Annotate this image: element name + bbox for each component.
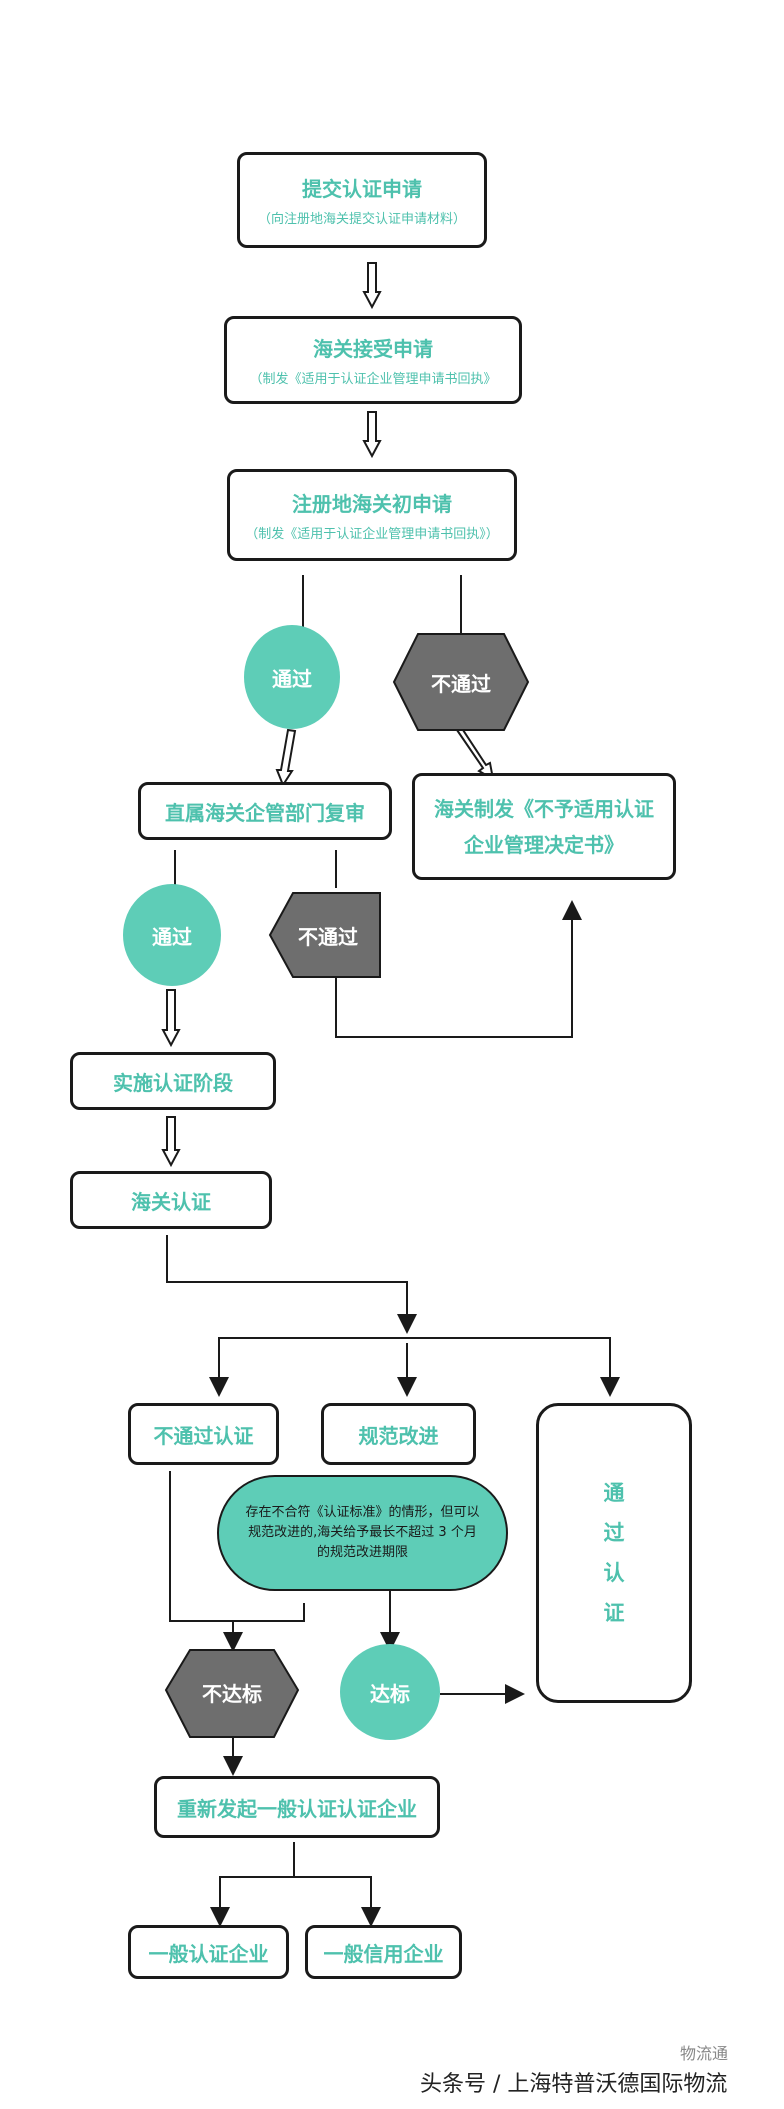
cert-title: 海关认证 (131, 1189, 211, 1214)
improvement-note: 存在不合符《认证标准》的情形，但可以 规范改进的,海关给予最长不超过 3 个月 … (218, 1476, 507, 1590)
pass1-ellipse (244, 625, 340, 729)
hollow-arrow-5 (161, 989, 181, 1048)
general-cert-title: 一般认证企业 (148, 1941, 269, 1966)
restart-title: 重新发起一般认证认证企业 (177, 1796, 417, 1821)
general-cert-box: 一般认证企业 (128, 1925, 289, 1979)
note-line3: 的规范改进期限 (316, 1545, 408, 1560)
initial-sub: （制发《适用于认证企业管理申请书回执》） (245, 527, 499, 542)
accept-title: 海关接受申请 (313, 337, 433, 361)
passed-cert-text: 通 过 认 证 (604, 1473, 625, 1633)
improve-box: 规范改进 (321, 1403, 476, 1465)
accept-sub: （制发《适用于认证企业管理申请书回执》 (249, 372, 497, 387)
note-line1: 存在不合符《认证标准》的情形，但可以 (245, 1505, 480, 1520)
decision-line2: 企业管理决定书》 (464, 832, 624, 857)
review-box: 直属海关企管部门复审 (138, 782, 392, 840)
footer-credit: 头条号 / 上海特普沃德国际物流 (420, 2072, 728, 2097)
passed-cert-char-1: 通 (603, 1481, 625, 1505)
not-pass-cert-title: 不通过认证 (153, 1423, 254, 1448)
fail1-label: 不通过 (431, 671, 491, 696)
pass1-label: 通过 (272, 666, 312, 691)
general-credit-box: 一般信用企业 (305, 1925, 462, 1979)
watermark: 物流通 (680, 2044, 729, 2063)
initial-review-box: 注册地海关初申请 （制发《适用于认证企业管理申请书回执》） (227, 469, 517, 561)
substandard-hexagon (164, 1649, 300, 1738)
passed-cert-char-2: 过 (603, 1521, 625, 1545)
note-capsule (217, 1475, 508, 1591)
fail2-hexagon (268, 892, 381, 978)
hollow-arrow-2 (362, 411, 382, 459)
stage-title: 实施认证阶段 (113, 1070, 233, 1095)
stage-box: 实施认证阶段 (70, 1052, 276, 1110)
general-credit-title: 一般信用企业 (323, 1941, 444, 1966)
pass2-label: 通过 (152, 924, 192, 949)
hollow-arrow-1 (362, 262, 382, 310)
standard-label: 达标 (370, 1681, 410, 1706)
improve-title: 规范改进 (358, 1423, 439, 1448)
standard-circle (340, 1644, 440, 1740)
submit-application-box: 提交认证申请 （向注册地海关提交认证申请材料） (237, 152, 487, 248)
decision-box: 海关制发《不予适用认证 企业管理决定书》 (412, 773, 676, 880)
passed-cert-char-3: 认 (603, 1561, 625, 1585)
passed-cert-char-4: 证 (603, 1601, 625, 1625)
hollow-arrow-3 (275, 728, 297, 788)
fail2-label: 不通过 (298, 924, 358, 949)
submit-sub: （向注册地海关提交认证申请材料） (257, 212, 466, 227)
substandard-label: 不达标 (202, 1681, 262, 1706)
submit-title: 提交认证申请 (302, 177, 422, 201)
hollow-arrow-6 (161, 1116, 181, 1168)
note-line2: 规范改进的,海关给予最长不超过 3 个月 (248, 1525, 477, 1540)
restart-box: 重新发起一般认证认证企业 (154, 1776, 440, 1838)
pass2-ellipse (123, 884, 221, 986)
hollow-arrow-4 (455, 725, 495, 781)
review-title: 直属海关企管部门复审 (165, 800, 365, 825)
not-pass-cert-box: 不通过认证 (128, 1403, 279, 1465)
decision-line1: 海关制发《不予适用认证 (434, 796, 654, 821)
customs-cert-box: 海关认证 (70, 1171, 272, 1229)
passed-cert-box: 通 过 认 证 (536, 1403, 692, 1703)
customs-accept-box: 海关接受申请 （制发《适用于认证企业管理申请书回执》 (224, 316, 522, 404)
initial-title: 注册地海关初申请 (292, 492, 452, 516)
fail1-hexagon (392, 633, 530, 731)
